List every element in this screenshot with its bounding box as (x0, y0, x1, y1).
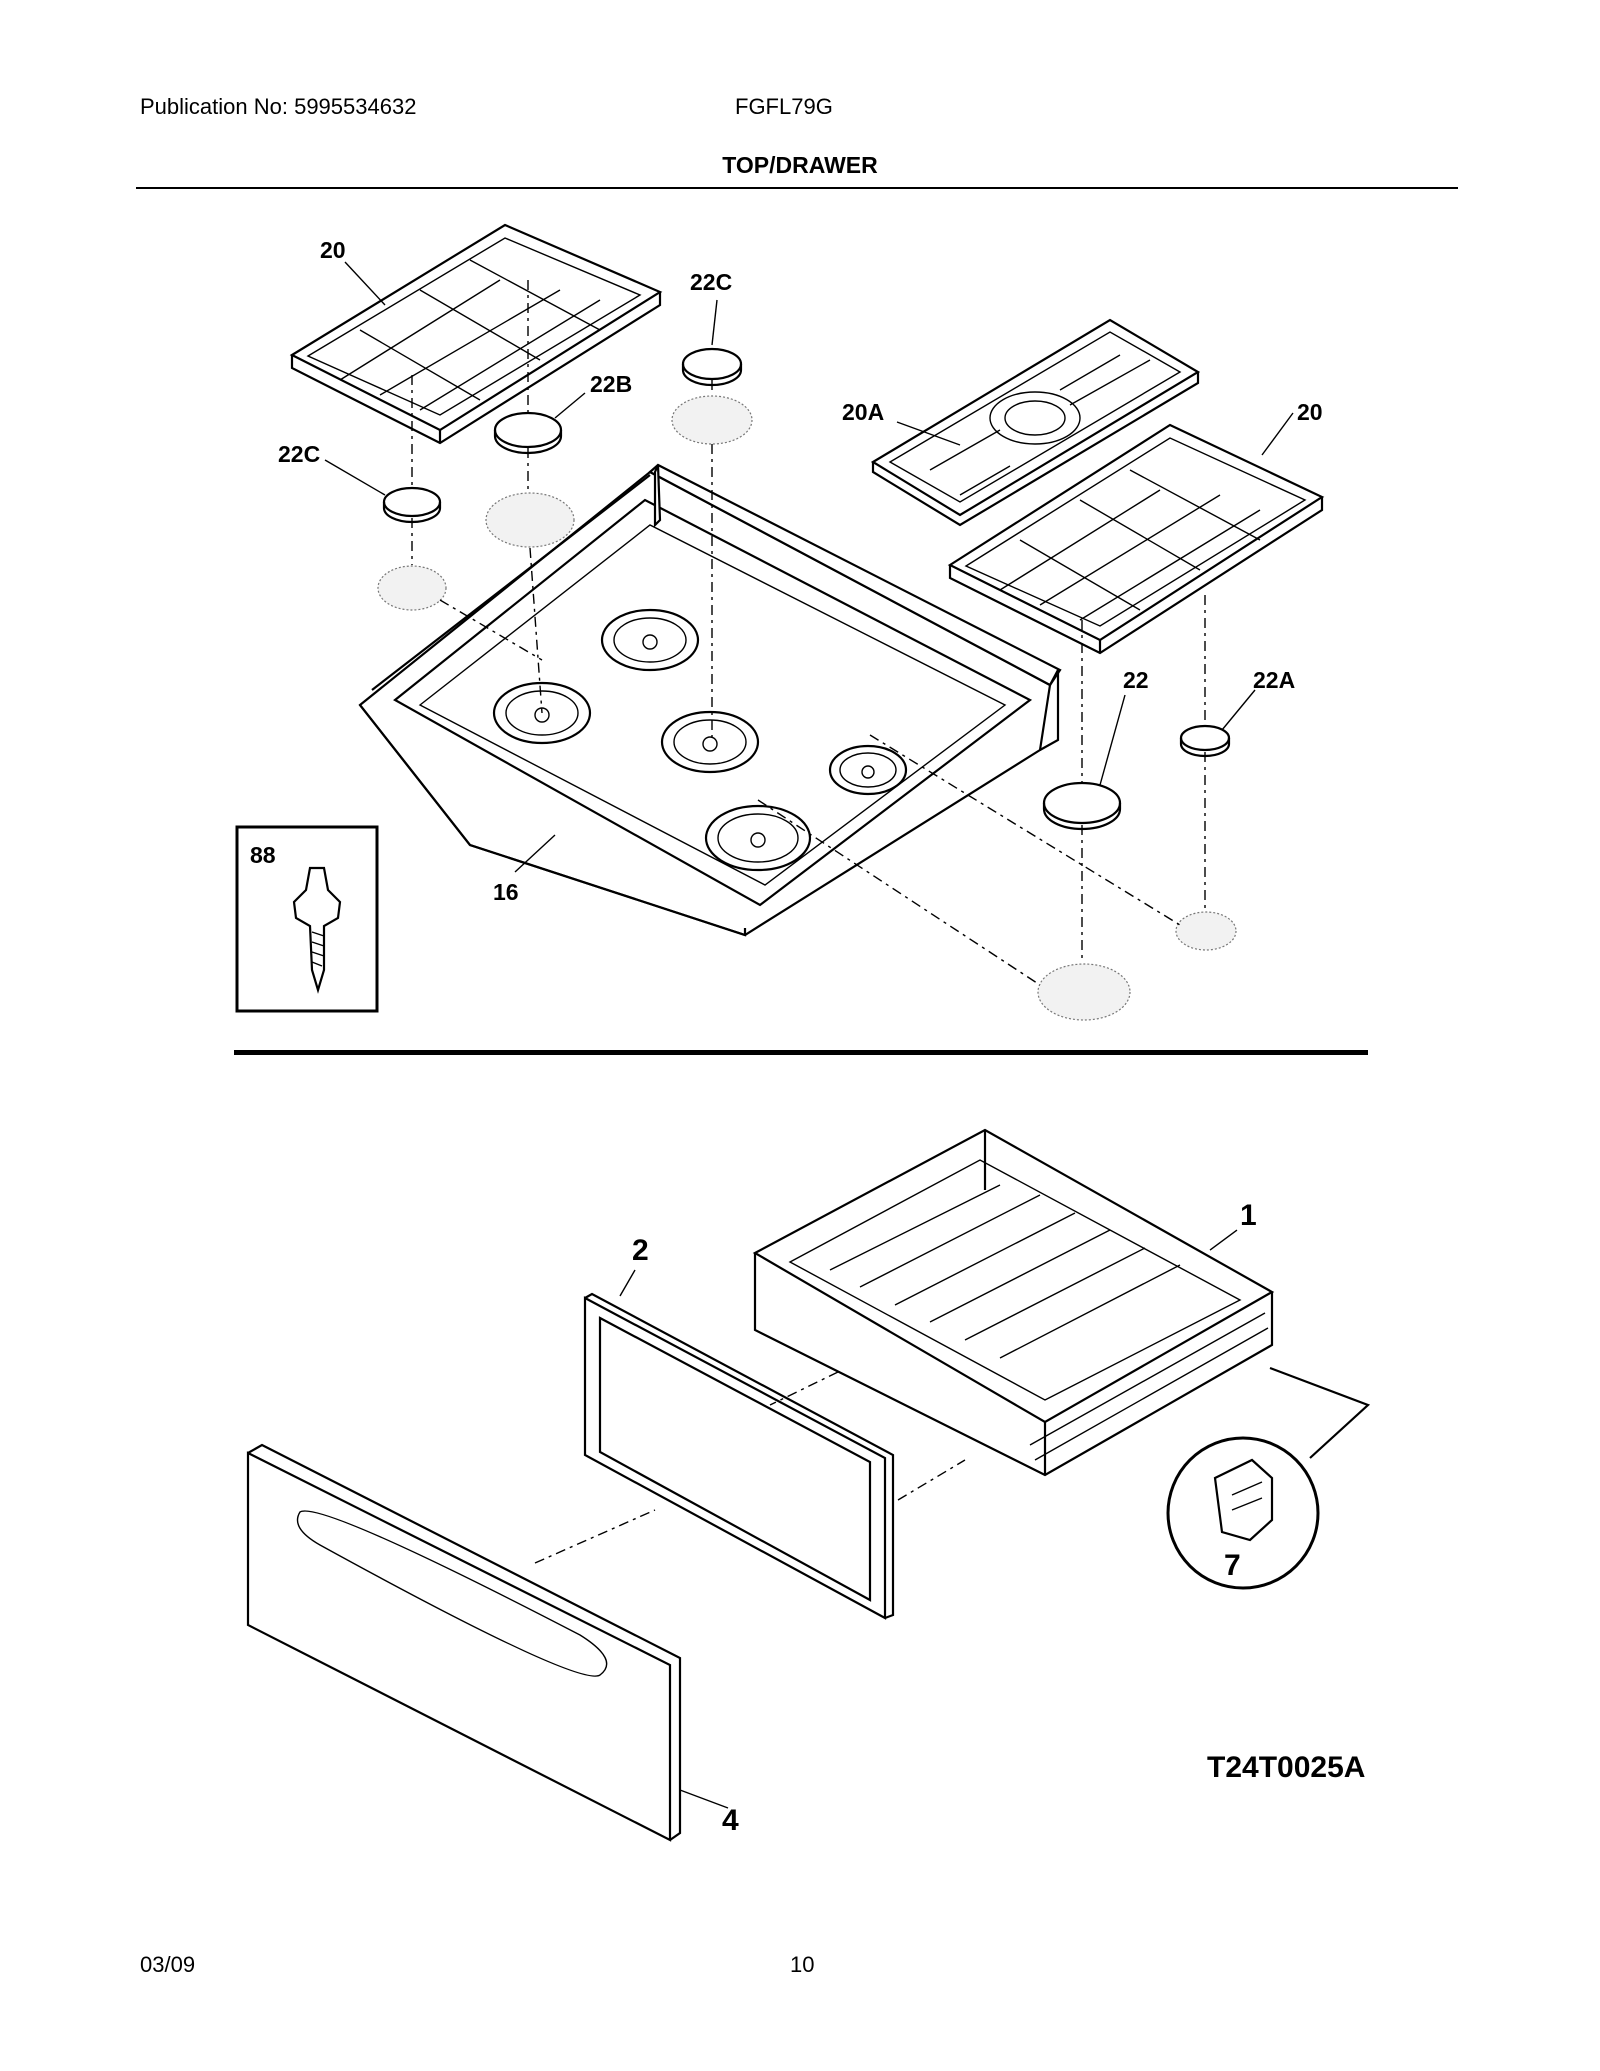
grate-left-part (289, 223, 663, 445)
burner-heads (377, 395, 1237, 1021)
leader-lines-bottom (619, 1229, 1238, 1809)
burner-caps (382, 347, 1231, 831)
footer-date: 03/09 (140, 1952, 196, 1977)
grate-right-part (947, 423, 1325, 655)
callout-cap-left-front: 22C (278, 441, 320, 467)
alignment-lines-top (411, 280, 1206, 986)
callout-cap-back-center: 22C (690, 269, 732, 295)
section-title: TOP/DRAWER (722, 152, 878, 178)
publication-number: Publication No: 5995534632 (140, 94, 417, 119)
callout-drawer-body: 1 (1240, 1199, 1257, 1232)
cooktop-part (358, 463, 1062, 937)
callout-drawer-front: 4 (722, 1804, 739, 1837)
page-number: 10 (790, 1952, 815, 1977)
callout-cap-right-back: 22A (1253, 667, 1295, 693)
clip-inset: 7 (1166, 1366, 1371, 1590)
drawer-front-part (246, 1443, 682, 1842)
callout-grate-left: 20 (320, 237, 346, 263)
hardware-inset: 88 (235, 825, 379, 1013)
callout-cap-left-back: 22B (590, 371, 632, 397)
section-divider (234, 1050, 1368, 1055)
leader-lines-top (324, 261, 1294, 873)
alignment-lines-bottom (534, 1371, 966, 1564)
model-number: FGFL79G (735, 94, 833, 119)
diagram-code: T24T0025A (1207, 1751, 1365, 1784)
grate-center-part (870, 318, 1201, 527)
callout-clip: 7 (1224, 1549, 1241, 1582)
callout-hardware: 88 (250, 842, 276, 868)
callout-drawer-frame: 2 (632, 1234, 649, 1267)
header-rule (136, 187, 1458, 189)
callout-grate-right: 20 (1297, 399, 1323, 425)
callout-cap-right-front: 22 (1123, 667, 1149, 693)
callout-grate-center: 20A (842, 399, 884, 425)
callout-cooktop: 16 (493, 879, 519, 905)
drawer-frame-part (583, 1292, 895, 1620)
drawer-body-part (752, 1128, 1275, 1477)
